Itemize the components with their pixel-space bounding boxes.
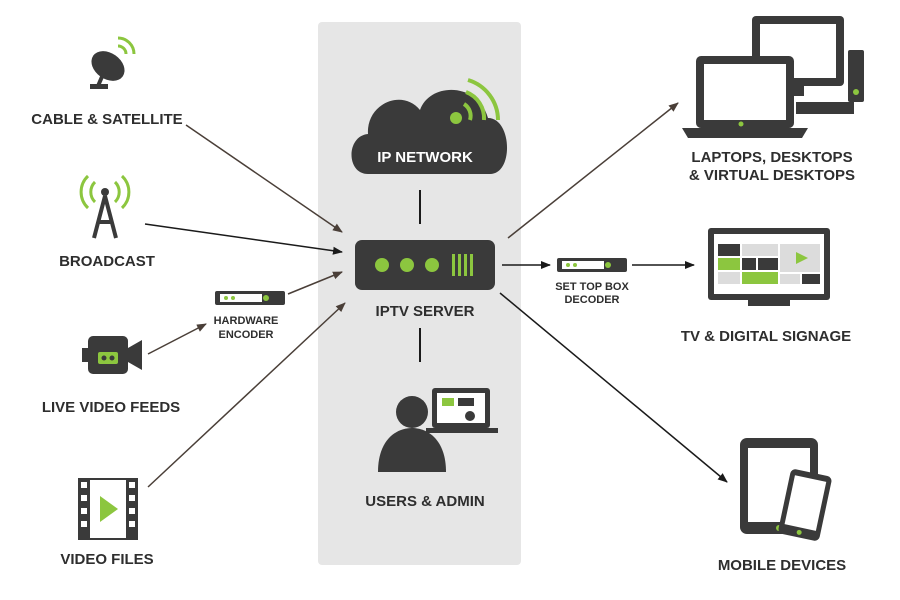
- arrow-broadcast-to-server: [144, 223, 343, 255]
- destination-label-laptops-line1: LAPTOPS, DESKTOPS: [691, 149, 852, 166]
- settopbox-label-line2: DECODER: [564, 294, 619, 306]
- iptv-server-icon: [355, 240, 495, 290]
- encoder-label-line1: HARDWARE: [214, 315, 279, 327]
- hardware-encoder-icon: [215, 291, 285, 305]
- arrow-server-to-mobile: [499, 292, 728, 483]
- source-label-broadcast: BROADCAST: [59, 253, 155, 270]
- arrow-camera-to-encoder: [147, 323, 207, 355]
- destination-label-tv: TV & DIGITAL SIGNAGE: [681, 328, 851, 345]
- settopbox-label-line1: SET TOP BOX: [555, 281, 629, 293]
- broadcast-tower-icon: [79, 174, 131, 239]
- user-admin-icon: [378, 388, 498, 472]
- arrow-videofiles-to-server: [147, 302, 346, 488]
- source-label-video-files: VIDEO FILES: [60, 551, 153, 568]
- film-strip-icon: [78, 478, 138, 540]
- arrow-cable-to-server: [185, 124, 343, 233]
- source-label-cable: CABLE & SATELLITE: [31, 111, 182, 128]
- destination-label-mobile: MOBILE DEVICES: [718, 557, 846, 574]
- satellite-dish-icon: [90, 36, 136, 89]
- arrow-server-to-laptops: [507, 102, 679, 239]
- server-label: IPTV SERVER: [376, 303, 475, 320]
- set-top-box-icon: [557, 258, 627, 272]
- center-panel: [318, 22, 521, 565]
- tv-icon: [708, 228, 830, 306]
- arrow-encoder-to-server: [287, 271, 343, 295]
- cloud-icon: [351, 78, 508, 174]
- laptop-desktop-icon: [682, 16, 864, 138]
- encoder-label-line2: ENCODER: [218, 329, 273, 341]
- cloud-label: IP NETWORK: [377, 149, 473, 166]
- mobile-devices-icon: [740, 438, 832, 541]
- video-camera-icon: [82, 336, 142, 374]
- source-label-live-video: LIVE VIDEO FEEDS: [42, 399, 180, 416]
- users-label: USERS & ADMIN: [365, 493, 484, 510]
- destination-label-laptops-line2: & VIRTUAL DESKTOPS: [689, 167, 855, 184]
